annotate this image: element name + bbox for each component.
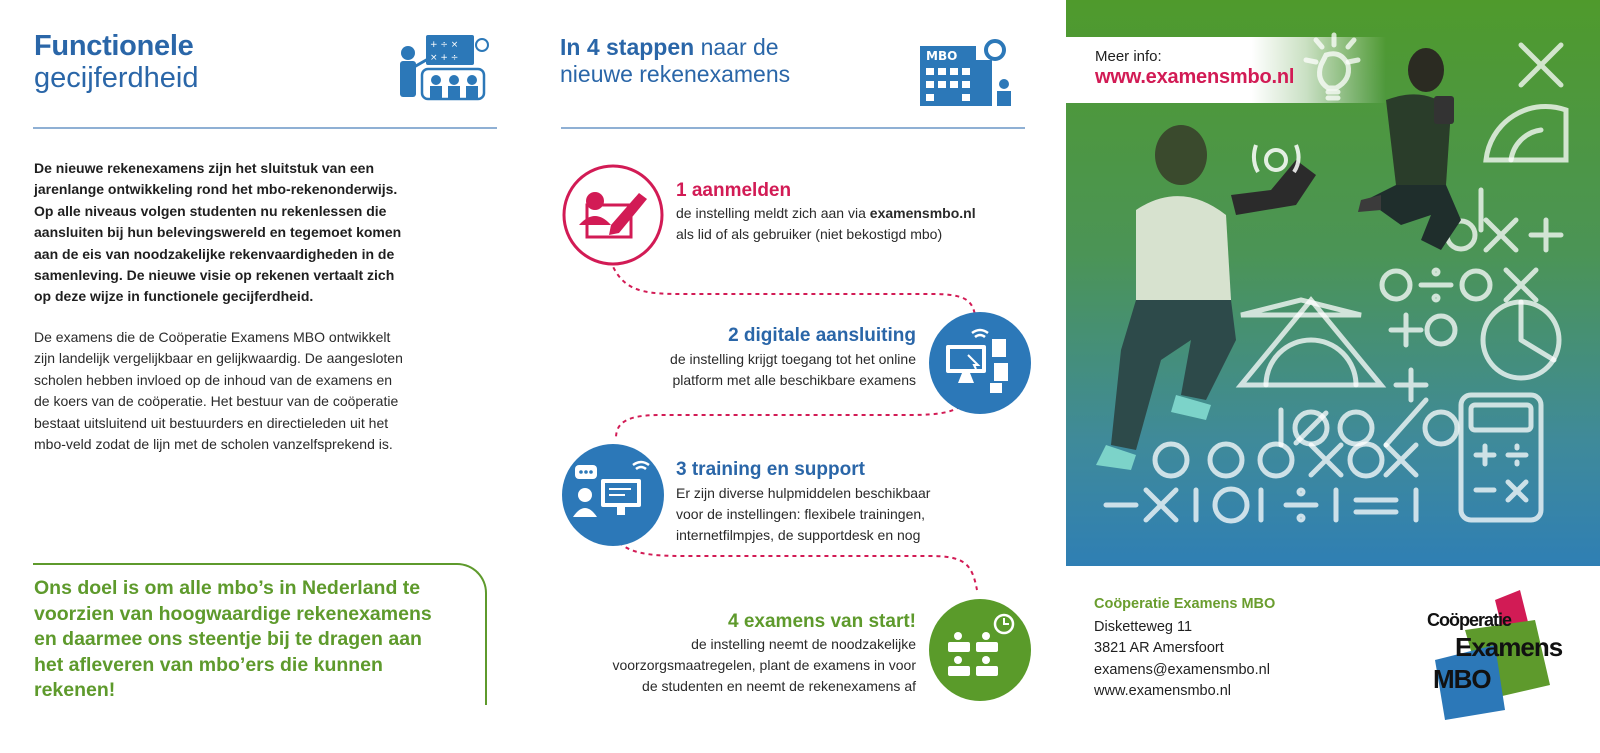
school-building-icon: MBO [920, 39, 1011, 106]
step-connector [609, 259, 978, 591]
step-1-text-prefix: de instelling meldt zich aan via [676, 205, 870, 221]
math-symbols-illustration [1096, 32, 1569, 524]
step-1-link: examensmbo.nl [869, 205, 976, 221]
mbo-sign-text: MBO [926, 49, 957, 63]
title-regular: gecijferdheid [34, 62, 199, 94]
intro-bold-line: De nieuwe rekenexamens zijn het sluitstu… [34, 160, 375, 176]
address-street: Disketteweg 11 [1094, 619, 1193, 635]
intro-bold-line: op deze wijze in functionele gecijferdhe… [34, 288, 314, 305]
step-2-title: 2 digitale aansluiting [728, 325, 916, 346]
logo-line3: MBO [1433, 664, 1492, 694]
goal-line: en daarmee ons steentje bij te dragen aa… [34, 628, 422, 650]
intro-bold-line: samenleving. De nieuwe visie op rekenen … [34, 267, 395, 284]
step-2-text: de instelling krijgt toegang tot het onl… [560, 349, 916, 391]
goal-line: Ons doel is om alle mbo’s in Nederland t… [34, 577, 421, 599]
teacher-board-icon: + ÷ × × + ÷ [400, 35, 489, 101]
steps-title-bold: In 4 stappen [560, 34, 695, 60]
goal-line: het afleveren van mbo’ers die kunnen [34, 653, 383, 676]
register-edit-icon [562, 164, 664, 266]
intro-bold-line: Op alle niveaus volgen studenten nu reke… [34, 202, 387, 219]
step-1-title: 1 aanmelden [676, 180, 792, 201]
intro-bold-line: jarenlange ontwikkeling rond het mbo-rek… [34, 181, 398, 198]
step-2-line: platform met alle beschikbare examens [672, 372, 916, 388]
intro-text: De examens die de Coöperatie Examens MBO… [34, 327, 474, 455]
title-bold: Functionele [34, 30, 194, 62]
logo-line2: Examens [1455, 632, 1563, 662]
step-4-line: voorzorgsmaatregelen, plant de examens i… [612, 657, 916, 673]
info-banner [1066, 37, 1386, 103]
step-3-line: internetfilmpjes, de supportdesk en nog [676, 527, 921, 543]
intro-bold-line: aan de eis van noodzakelijke rekenvaardi… [34, 245, 395, 262]
step-2-line: de instelling krijgt toegang tot het onl… [670, 351, 916, 367]
digital-connection-icon [929, 312, 1031, 414]
intro-line: de koers van de coöperatie. Het bestuur … [34, 393, 399, 410]
step-3-text: Er zijn diverse hulpmiddelen beschikbaar… [676, 483, 930, 546]
steps-title: In 4 stappen naar de nieuwe rekenexamens [560, 34, 790, 88]
contact-email[interactable]: examens@examensmbo.nl [1094, 661, 1270, 678]
page-title: Functionele gecijferdheid [34, 30, 198, 94]
student-figure-left [1096, 125, 1316, 470]
intro-line: De examens die de Coöperatie Examens MBO… [34, 329, 391, 345]
step-1-text: de instelling meldt zich aan via examens… [676, 203, 976, 245]
intro-line: zijn landelijk vergelijkbaar en gelijkwa… [34, 350, 403, 367]
step-3-line: Er zijn diverse hulpmiddelen beschikbaar [676, 485, 931, 501]
step-4-line: de studenten en neemt de rekenexamens af [642, 678, 916, 694]
step-3-title: 3 training en support [676, 459, 865, 480]
svg-text:+ ÷ ×: + ÷ × [430, 40, 458, 50]
goal-line: voorzien van hoogwaardige rekenexamens [34, 602, 432, 625]
divider-left [33, 127, 497, 129]
goal-frame [33, 563, 487, 705]
step-3-line: voor de instellingen: flexibele training… [676, 506, 926, 522]
info-label: Meer info: [1095, 48, 1162, 65]
address-city: 3821 AR Amersfoort [1094, 640, 1224, 657]
exam-start-icon [929, 599, 1031, 701]
organization-logo: Coöperatie Examens MBO [1425, 590, 1563, 720]
training-support-icon [562, 444, 664, 546]
goal-statement: Ons doel is om alle mbo’s in Nederland t… [34, 576, 484, 704]
intro-line: scholen hebben invloed op de inhoud van … [34, 371, 393, 388]
divider-middle [561, 127, 1025, 129]
goal-line: rekenen! [34, 679, 116, 701]
step-4-line: de instelling neemt de noodzakelijke [691, 636, 916, 652]
website-link[interactable]: www.examensmbo.nl [1095, 66, 1295, 88]
organization-name: Coöperatie Examens MBO [1094, 596, 1276, 612]
logo-line1: Coöperatie [1427, 610, 1512, 630]
student-figure-right [1358, 48, 1461, 250]
svg-text:× + ÷: × + ÷ [430, 53, 458, 63]
intro-bold-text: De nieuwe rekenexamens zijn het sluitstu… [34, 158, 474, 308]
steps-title-line2: nieuwe rekenexamens [560, 61, 791, 87]
logo-shapes [1435, 590, 1550, 720]
step-4-title: 4 examens van start! [728, 611, 916, 632]
intro-line: bestaat uitsluitend uit bestuurders en d… [34, 414, 389, 431]
step-1-text-line2: als lid of als gebruiker (niet bekostigd… [676, 226, 943, 242]
step-4-text: de instelling neemt de noodzakelijke voo… [560, 634, 916, 697]
intro-line: mbo-veld zodat de lijn met de scholen va… [34, 436, 393, 453]
address-block: Disketteweg 11 3821 AR Amersfoort examen… [1094, 617, 1270, 703]
steps-title-rest: naar de [694, 34, 779, 60]
contact-website[interactable]: www.examensmbo.nl [1094, 683, 1231, 700]
intro-bold-line: aansluiten bij hun belevingswereld en te… [34, 224, 402, 241]
